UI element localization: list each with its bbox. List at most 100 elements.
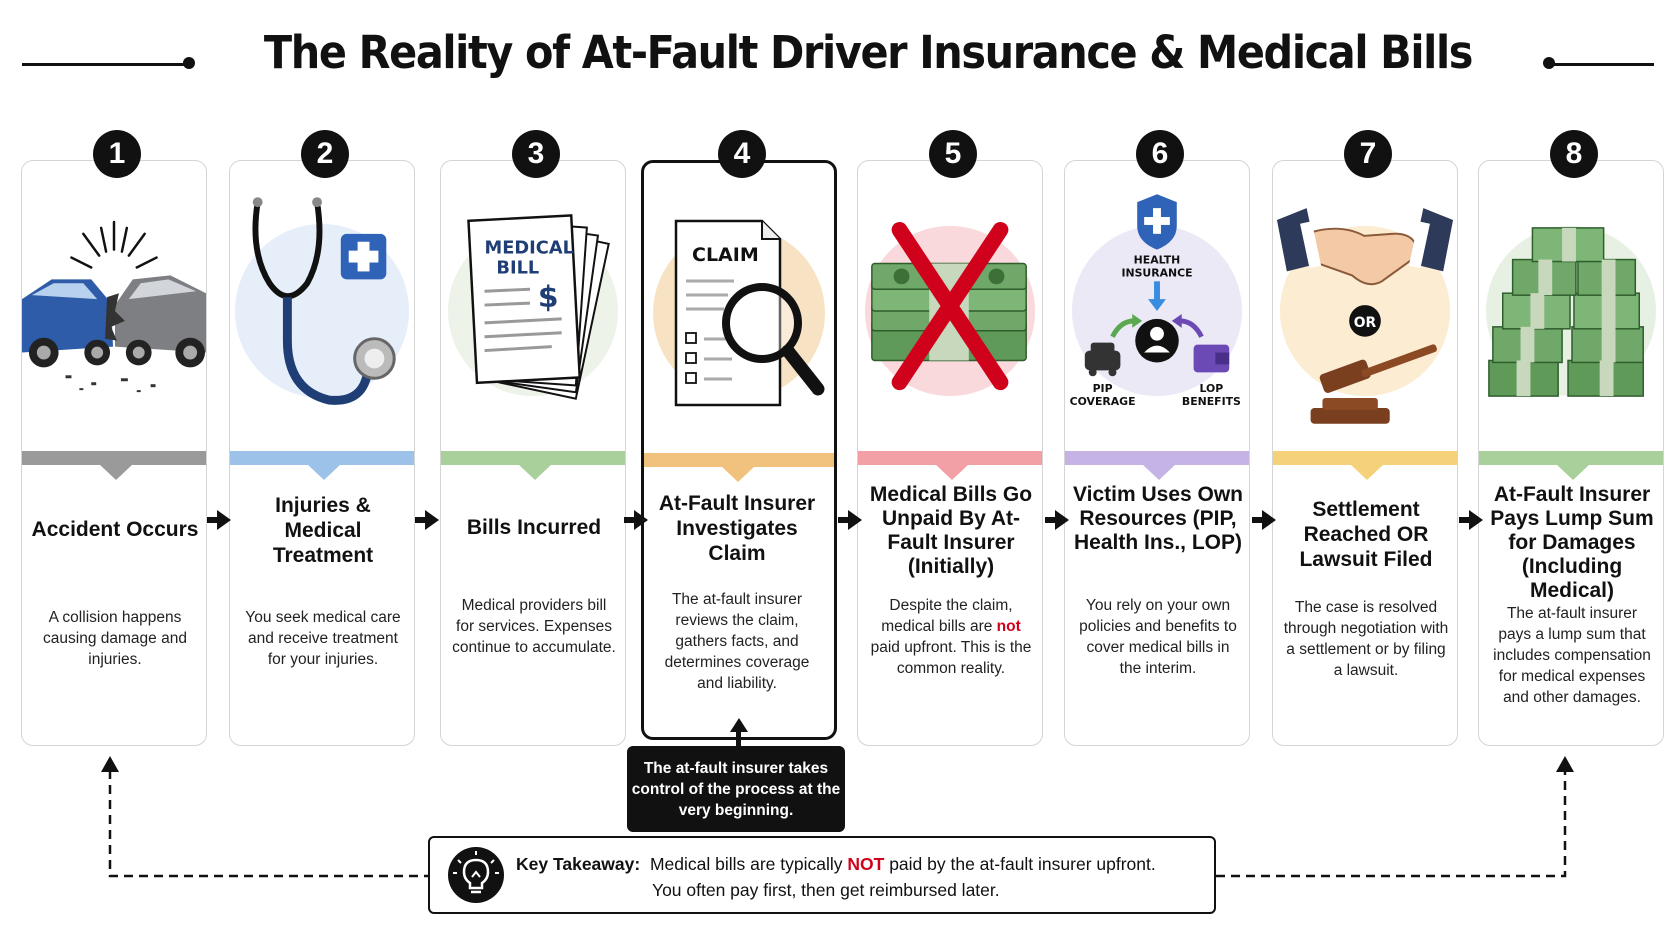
step-8: 8 At-Fault Insurer Pays Lump Sum for Dam… [1478,120,1668,746]
step-description: The case is resolved through negotiation… [1283,599,1449,679]
step-card: OR Settlement Reached OR Lawsuit Filed T… [1272,160,1458,746]
step-6: 6 HEALTH INSURANCE PIP COVERAGE LOP BENE… [1064,120,1254,746]
step-heading: Injuries & Medical Treatment [272,494,374,567]
step-band [1273,451,1457,465]
car-crash-icon [22,220,206,393]
dollar-sign-icon: $ [538,279,559,314]
step-heading: Settlement Reached OR Lawsuit Filed [1299,498,1433,571]
step4-callout: The at-fault insurer takes control of th… [627,746,845,832]
step-chevron [518,464,552,480]
desc-part: Despite the claim, medical bills are [881,597,1013,635]
title-dot-right [1543,57,1555,69]
step-band [858,451,1042,465]
step-description: The at-fault insurer reviews the claim, … [664,591,810,692]
bill-title-text: BILL [496,257,539,278]
flow-arrow-right [415,510,439,530]
step-number: 6 [1136,130,1184,178]
car-icon [1084,350,1121,371]
step-7: 7 OR Settlement Reached OR Lawsuit Filed… [1272,120,1462,746]
flow-arrow-right [1459,510,1483,530]
emphasis-not: NOT [847,854,885,874]
step-band [22,451,206,465]
step-heading: Accident Occurs [31,518,199,541]
step-heading: Bills Incurred [466,516,602,539]
stethoscope-icon [234,197,410,405]
desc-part: paid upfront. This is the common reality… [870,639,1032,677]
step-band [1065,451,1249,465]
lop-label: BENEFITS [1182,395,1241,408]
pip-label: COVERAGE [1070,395,1136,408]
step-description: You rely on your own policies and benefi… [1079,597,1237,677]
step-band [230,451,414,465]
flow-arrow-right [1045,510,1069,530]
lightbulb-icon [448,847,504,903]
step-4: 4 CLAIM At-Fault Insurer Investigates Cl… [641,120,837,746]
flow-arrow-right [624,510,648,530]
step-chevron [935,464,969,480]
lop-label: LOP [1200,382,1224,395]
health-insurance-label: INSURANCE [1121,266,1192,279]
step-band [644,453,834,467]
step-chevron [721,466,755,482]
step-number: 3 [512,130,560,178]
medical-bill-icon: MEDICAL BILL $ [447,214,619,400]
takeaway-text: Medical bills are typically [649,854,848,874]
step-3: 3 MEDICAL BILL $ Bills Incurred Medical … [440,120,630,746]
takeaway-label: Key Takeaway: [516,854,641,874]
step-number: 5 [929,130,977,178]
magnifier-icon [722,283,802,363]
step-chevron [1350,464,1384,480]
or-label: OR [1354,315,1377,331]
title-rule-right [1552,63,1654,66]
step-card: HEALTH INSURANCE PIP COVERAGE LOP BENEFI… [1064,160,1250,746]
gavel-icon [1319,359,1371,393]
title-row: The Reality of At-Fault Driver Insurance… [0,18,1672,98]
step-chevron [99,464,133,480]
step-card: At-Fault Insurer Pays Lump Sum for Damag… [1478,160,1664,746]
step-chevron [307,464,341,480]
step-2: 2 Injuries & Medical Treatment You seek … [229,120,419,746]
step-description: Medical providers bill for services. Exp… [452,597,616,656]
step-heading: At-Fault Insurer Investigates Claim [658,492,816,565]
step-description: Despite the claim, medical bills are not… [868,595,1034,679]
callout-arrow [730,718,748,732]
own-resources-icon: HEALTH INSURANCE PIP COVERAGE LOP BENEFI… [1070,194,1243,408]
callout-arrow-stem [736,730,741,748]
emphasis-not: not [996,618,1021,635]
takeaway-line-1: Key Takeaway: Medical bills are typicall… [516,854,1156,875]
claim-document-icon: CLAIM [653,219,825,407]
unpaid-money-icon [864,221,1036,397]
step-description: The at-fault insurer pays a lump sum tha… [1493,605,1651,706]
settlement-icon: OR [1276,208,1454,424]
title-dot-left [183,57,195,69]
step-card: CLAIM At-Fault Insurer Investigates Clai… [641,160,837,740]
step-number: 4 [718,130,766,178]
key-takeaway-box: Key Takeaway: Medical bills are typicall… [428,836,1216,914]
step-band [1479,451,1663,465]
step-card: Injuries & Medical Treatment You seek me… [229,160,415,746]
step-heading: Medical Bills Go Unpaid By At-Fault Insu… [869,483,1033,578]
step-5: 5 Medical Bills Go Unpaid By At-Fault In… [857,120,1047,746]
step-band [441,451,625,465]
step-chevron [1556,464,1590,480]
step-heading: At-Fault Insurer Pays Lump Sum for Damag… [1490,483,1654,602]
step-card: MEDICAL BILL $ Bills Incurred Medical pr… [440,160,626,746]
step-number: 7 [1344,130,1392,178]
takeaway-line-2: You often pay first, then get reimbursed… [652,880,1000,900]
wallet-icon [1193,344,1230,373]
flow-arrow-right [838,510,862,530]
page-title: The Reality of At-Fault Driver Insurance… [263,26,1474,79]
claim-title-text: CLAIM [692,244,759,266]
step-chevron [1142,464,1176,480]
step-number: 2 [301,130,349,178]
takeaway-text: paid by the at-fault insurer upfront. [884,854,1156,874]
flow-arrow-right [1252,510,1276,530]
step-number: 1 [93,130,141,178]
step-card: Medical Bills Go Unpaid By At-Fault Insu… [857,160,1043,746]
health-insurance-label: HEALTH [1134,254,1181,267]
step-1: 1 Accident Occurs A collision happens ca… [21,120,211,746]
step-card: Accident Occurs A collision happens caus… [21,160,207,746]
money-stack-icon [1485,225,1657,397]
pip-label: PIP [1093,382,1113,395]
